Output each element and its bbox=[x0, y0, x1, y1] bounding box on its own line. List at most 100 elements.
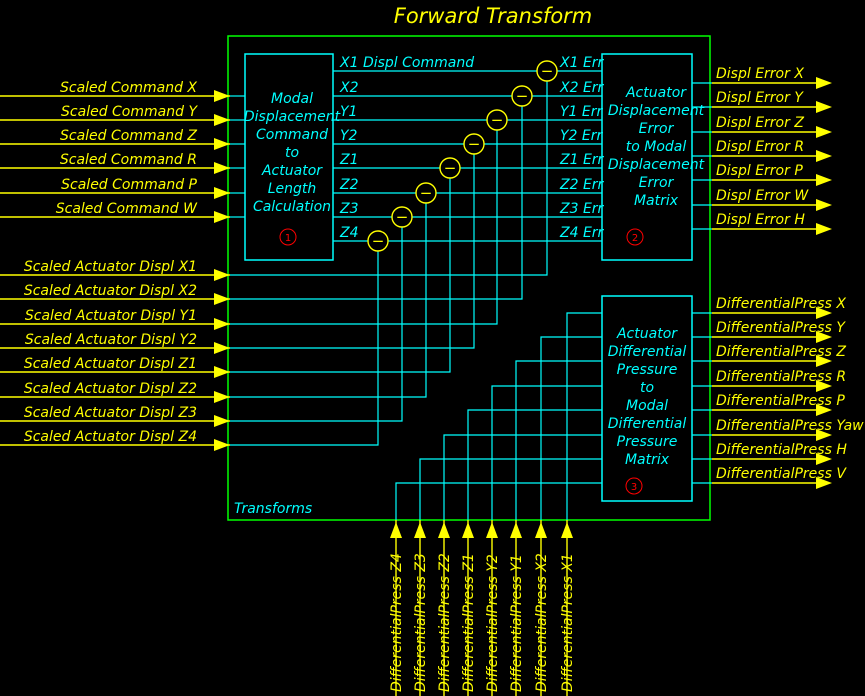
block1-text-line-3: to bbox=[285, 145, 299, 161]
arrow-scaled-command-w bbox=[214, 211, 230, 223]
block2-text-line-6: Matrix bbox=[634, 193, 679, 209]
arrow-differentialpress-z3 bbox=[414, 522, 426, 538]
wire-feedback-7 bbox=[230, 251, 379, 446]
summing-junction-sign-5: − bbox=[420, 184, 433, 202]
block2-text-line-0: Actuator bbox=[625, 85, 687, 101]
arrow-scaled-actuator-displ-z4 bbox=[214, 439, 230, 451]
block2-input-label-5: Z2 Err bbox=[559, 177, 605, 193]
block3-text-line-7: Matrix bbox=[625, 452, 670, 468]
output-label-differentialpress-r: DifferentialPress R bbox=[716, 369, 846, 385]
arrow-scaled-command-x bbox=[214, 90, 230, 102]
summing-junction-sign-2: − bbox=[491, 111, 504, 129]
wire-in-block3-3 bbox=[467, 409, 602, 520]
block1-marker bbox=[279, 228, 297, 246]
arrow-scaled-actuator-displ-z2 bbox=[214, 391, 230, 403]
block-texts: ModalDisplacementCommandtoActuatorLength… bbox=[244, 85, 705, 495]
summing-junction-1 bbox=[511, 85, 533, 107]
block-3-pressure-matrix[interactable] bbox=[601, 295, 693, 502]
transforms-frame-label: Transforms bbox=[234, 501, 312, 517]
block2-text-line-2: Error bbox=[639, 121, 675, 137]
wire-feedback-1 bbox=[230, 106, 523, 300]
input-label-scaled-command-p: Scaled Command P bbox=[61, 177, 197, 193]
summing-junction-7 bbox=[367, 230, 389, 252]
wire-in-block3-6 bbox=[540, 336, 602, 520]
summing-junction-2 bbox=[486, 109, 508, 131]
block1-output-label-4: Z1 bbox=[339, 152, 359, 168]
output-label-differentialpress-h: DifferentialPress H bbox=[716, 442, 847, 458]
block1-output-label-0: X1 Displ Command bbox=[339, 55, 474, 71]
block2-text-line-4: Displacement bbox=[608, 157, 705, 173]
wire-in-block3-2 bbox=[443, 434, 602, 520]
arrow-scaled-actuator-displ-z3 bbox=[214, 415, 230, 427]
block2-input-label-0: X1 Err bbox=[559, 55, 605, 71]
arrow-scaled-actuator-displ-y1 bbox=[214, 318, 230, 330]
arrow-differentialpress-y2 bbox=[486, 522, 498, 538]
output-label-differentialpress-z: DifferentialPress Z bbox=[716, 344, 846, 360]
block-2-error-matrix[interactable] bbox=[601, 53, 693, 261]
input-label-scaled-actuator-displ-z3: Scaled Actuator Displ Z3 bbox=[24, 405, 197, 421]
output-label-differentialpress-x: DifferentialPress X bbox=[716, 296, 846, 312]
summing-junction-4 bbox=[439, 157, 461, 179]
arrow-differentialpress-yaw bbox=[816, 429, 832, 441]
arrow-scaled-command-r bbox=[214, 162, 230, 174]
block2-text-line-3: to Modal bbox=[626, 139, 687, 155]
block2-input-label-2: Y1 Err bbox=[560, 104, 604, 120]
input-label-scaled-actuator-displ-z4: Scaled Actuator Displ Z4 bbox=[24, 429, 197, 445]
block2-input-label-3: Y2 Err bbox=[560, 128, 604, 144]
output-label-displ-error-h: Displ Error H bbox=[716, 212, 805, 228]
summing-junctions: −−−−−−−− bbox=[367, 60, 558, 252]
input-label-differentialpress-z1: DifferentialPress Z1 bbox=[461, 553, 477, 692]
arrow-displ-error-p bbox=[816, 174, 832, 186]
input-label-differentialpress-z2: DifferentialPress Z2 bbox=[437, 553, 453, 692]
input-label-scaled-actuator-displ-z1: Scaled Actuator Displ Z1 bbox=[24, 356, 197, 372]
arrow-differentialpress-x2 bbox=[535, 522, 547, 538]
summing-junction-sign-0: − bbox=[541, 62, 554, 80]
block1-text-line-5: Length bbox=[268, 181, 317, 197]
block2-input-label-6: Z3 Err bbox=[559, 201, 605, 217]
arrow-scaled-actuator-displ-y2 bbox=[214, 342, 230, 354]
arrow-differentialpress-z2 bbox=[438, 522, 450, 538]
arrow-displ-error-h bbox=[816, 223, 832, 235]
wire-feedback-0 bbox=[230, 81, 548, 276]
arrow-differentialpress-z bbox=[816, 355, 832, 367]
block2-input-label-1: X2 Err bbox=[559, 80, 605, 96]
arrow-differentialpress-x1 bbox=[561, 522, 573, 538]
wire-in-block3-1 bbox=[419, 458, 602, 520]
block2-text-line-1: Displacement bbox=[608, 103, 705, 119]
block1-text-line-4: Actuator bbox=[261, 163, 323, 179]
input-label-scaled-command-w: Scaled Command W bbox=[56, 201, 198, 217]
transforms-frame[interactable] bbox=[227, 35, 711, 521]
arrow-scaled-command-z bbox=[214, 138, 230, 150]
block3-marker-number: 3 bbox=[631, 482, 637, 493]
input-label-scaled-actuator-displ-x2: Scaled Actuator Displ X2 bbox=[24, 283, 197, 299]
block3-text-line-6: Pressure bbox=[617, 434, 678, 450]
arrow-displ-error-r bbox=[816, 150, 832, 162]
diagram-title: Forward Transform bbox=[394, 4, 593, 28]
arrow-displ-error-y bbox=[816, 101, 832, 113]
arrowheads bbox=[214, 77, 832, 538]
block2-input-label-4: Z1 Err bbox=[559, 152, 605, 168]
block1-text-line-2: Command bbox=[256, 127, 328, 143]
block-1-displacement-calculation[interactable] bbox=[244, 53, 334, 261]
output-label-differentialpress-p: DifferentialPress P bbox=[716, 393, 845, 409]
output-label-displ-error-p: Displ Error P bbox=[716, 163, 803, 179]
block1-marker-number: 1 bbox=[285, 233, 291, 244]
input-label-differentialpress-y1: DifferentialPress Y1 bbox=[509, 554, 525, 692]
input-label-scaled-actuator-displ-x1: Scaled Actuator Displ X1 bbox=[24, 259, 197, 275]
arrow-differentialpress-p bbox=[816, 404, 832, 416]
input-label-scaled-command-r: Scaled Command R bbox=[60, 152, 197, 168]
block3-text-line-1: Differential bbox=[608, 344, 687, 360]
block3-text-line-0: Actuator bbox=[616, 326, 678, 342]
block3-marker bbox=[625, 477, 643, 495]
wire-feedback-6 bbox=[230, 227, 403, 422]
input-label-differentialpress-x2: DifferentialPress X2 bbox=[534, 553, 550, 692]
block2-text-line-5: Error bbox=[639, 175, 675, 191]
input-label-differentialpress-y2: DifferentialPress Y2 bbox=[485, 554, 501, 692]
input-label-scaled-command-z: Scaled Command Z bbox=[60, 128, 197, 144]
block3-text-line-3: to bbox=[640, 380, 654, 396]
block1-output-label-2: Y1 bbox=[340, 104, 357, 120]
summing-junction-sign-7: − bbox=[372, 232, 385, 250]
wire-feedback-4 bbox=[230, 178, 451, 373]
wire-in-block3-0 bbox=[395, 482, 602, 520]
